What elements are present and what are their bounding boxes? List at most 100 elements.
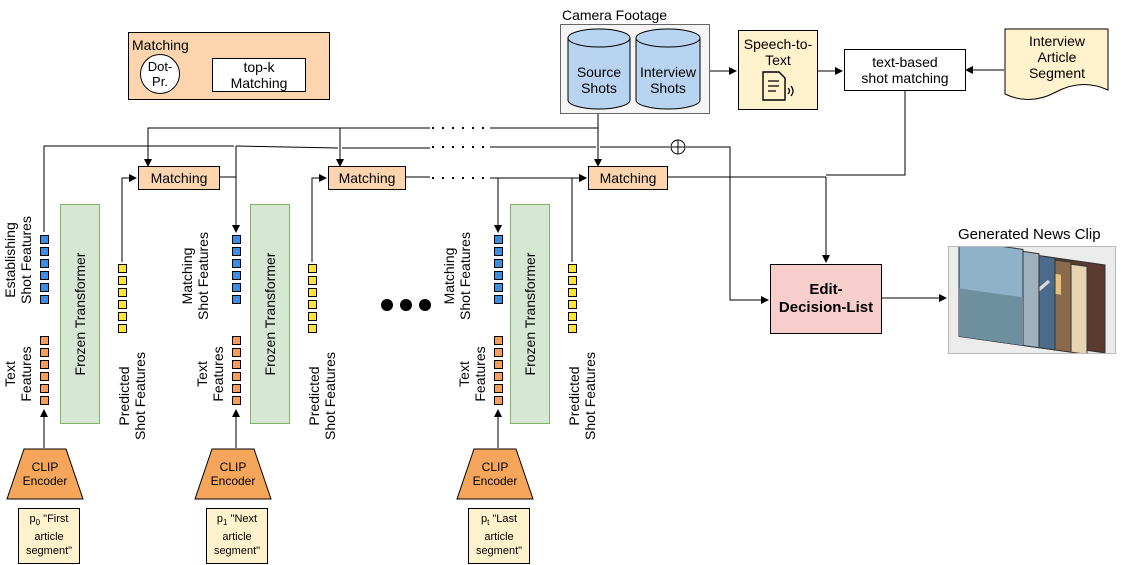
camera-footage-title: Camera Footage <box>562 7 668 23</box>
frozen-transformer-label-2: Frozen Transformer <box>262 252 278 376</box>
interview-article-label: Interview Article Segment <box>1028 33 1086 81</box>
text-feature-square-3-1 <box>494 336 503 345</box>
prompt-symbol-3: p <box>480 513 488 525</box>
matching-box-2-label: Matching <box>338 170 396 186</box>
predicted-features-label-3: Predicted Shot Features <box>566 352 598 440</box>
frozen-transformer-3: Frozen Transformer <box>510 204 550 424</box>
text-feature-square-3-3 <box>494 360 503 369</box>
text-feature-square-3-4 <box>494 372 503 381</box>
prompt-symbol-2: p <box>216 513 224 525</box>
text-feature-square-3-2 <box>494 348 503 357</box>
frozen-transformer-1: Frozen Transformer <box>60 204 100 424</box>
prompt-symbol-1: p <box>29 513 36 525</box>
stacked-video-frames <box>958 239 1106 355</box>
predicted-feature-square-2-3 <box>308 288 317 297</box>
shot-feature-square-3-4 <box>494 271 503 280</box>
prompt-box-1: p0 "First article segment" <box>18 508 80 564</box>
clip-encoder-label-2: CLIP Encoder <box>210 460 256 488</box>
shot-feature-square-2-1 <box>232 235 241 244</box>
shot-feature-square-1-2 <box>40 247 49 256</box>
shot-feature-square-3-5 <box>494 283 503 292</box>
shot-feature-square-1-3 <box>40 259 49 268</box>
interview-article-document <box>1004 28 1109 100</box>
shot-feature-square-3-3 <box>494 259 503 268</box>
edit-decision-list-label: Edit- Decision-List <box>778 281 874 316</box>
shot-feature-square-2-6 <box>232 295 241 304</box>
interview-shots-label: Interview Shots <box>639 64 697 96</box>
matching-box-3-label: Matching <box>599 170 657 186</box>
text-based-shot-matching-box: text-based shot matching <box>844 49 966 91</box>
text-feature-square-2-3 <box>232 360 241 369</box>
predicted-feature-square-1-4 <box>118 300 127 309</box>
text-feature-square-3-5 <box>494 384 503 393</box>
predicted-feature-square-3-2 <box>568 276 577 285</box>
clip-encoder-label-1: CLIP Encoder <box>22 460 68 488</box>
shot-feature-square-2-2 <box>232 247 241 256</box>
edit-decision-list-box: Edit- Decision-List <box>770 264 882 334</box>
predicted-feature-square-2-4 <box>308 300 317 309</box>
matching-box-1: Matching <box>138 166 220 190</box>
matching-box-3: Matching <box>588 166 668 190</box>
shot-feature-square-1-5 <box>40 283 49 292</box>
predicted-features-label-1: Predicted Shot Features <box>116 352 148 440</box>
prompt-subscript-2: 1 <box>223 518 228 528</box>
topk-matching-box: top-k Matching <box>212 58 306 92</box>
clip-encoder-label-3: CLIP Encoder <box>472 460 518 488</box>
clip-encoder-shape-1 <box>6 448 84 500</box>
top-features-label-3: Matching Shot Features <box>441 232 473 320</box>
shot-feature-square-2-5 <box>232 283 241 292</box>
shot-feature-square-1-4 <box>40 271 49 280</box>
clip-encoder-shape-3 <box>456 448 534 500</box>
prompt-text-1: "First article segment" <box>25 513 73 558</box>
text-feature-square-2-6 <box>232 396 241 405</box>
predicted-feature-square-3-6 <box>568 324 577 333</box>
clip-encoder-shape-2 <box>194 448 272 500</box>
speech-document-icon <box>762 71 794 101</box>
text-feature-square-2-5 <box>232 384 241 393</box>
predicted-feature-square-1-3 <box>118 288 127 297</box>
text-feature-square-1-4 <box>40 372 49 381</box>
predicted-feature-square-1-1 <box>118 264 127 273</box>
shot-feature-square-3-6 <box>494 295 503 304</box>
predicted-feature-square-3-3 <box>568 288 577 297</box>
shot-feature-square-3-1 <box>494 235 503 244</box>
prompt-subscript-3: t <box>487 518 490 528</box>
prompt-box-2: p1 "Next article segment" <box>206 508 268 564</box>
shot-feature-square-1-1 <box>40 235 49 244</box>
predicted-feature-square-1-6 <box>118 324 127 333</box>
predicted-feature-square-1-2 <box>118 276 127 285</box>
text-feature-square-1-3 <box>40 360 49 369</box>
text-features-label-3: Text Features <box>456 346 488 402</box>
predicted-feature-square-2-1 <box>308 264 317 273</box>
topk-matching-label: top-k Matching <box>230 59 288 91</box>
interview-shots-database <box>635 28 701 110</box>
text-feature-square-1-1 <box>40 336 49 345</box>
shot-feature-square-2-4 <box>232 271 241 280</box>
text-feature-square-2-4 <box>232 372 241 381</box>
shot-feature-square-3-2 <box>494 247 503 256</box>
matching-box-2: Matching <box>328 166 406 190</box>
text-feature-square-2-2 <box>232 348 241 357</box>
text-features-label-1: Text Features <box>2 346 34 402</box>
dot-product-label: Dot- Pr. <box>147 59 173 89</box>
predicted-features-label-2: Predicted Shot Features <box>306 352 338 440</box>
predicted-feature-square-1-5 <box>118 312 127 321</box>
text-features-label-2: Text Features <box>194 346 226 402</box>
text-feature-square-1-6 <box>40 396 49 405</box>
frozen-transformer-label-1: Frozen Transformer <box>72 252 88 376</box>
top-features-label-2: Matching Shot Features <box>179 232 211 320</box>
predicted-feature-square-2-5 <box>308 312 317 321</box>
source-shots-label: Source Shots <box>576 64 622 96</box>
generated-news-clip-panel <box>948 239 1116 355</box>
prompt-text-2: "Next article segment" <box>213 513 261 558</box>
frozen-transformer-2: Frozen Transformer <box>250 204 290 424</box>
shot-feature-square-2-3 <box>232 259 241 268</box>
top-features-label-1: Establishing Shot Features <box>2 216 34 304</box>
text-feature-square-3-6 <box>494 396 503 405</box>
dot-product-node: Dot- Pr. <box>140 54 180 94</box>
text-feature-square-1-2 <box>40 348 49 357</box>
shot-feature-square-1-6 <box>40 295 49 304</box>
generated-news-clip-title: Generated News Clip <box>958 226 1101 243</box>
